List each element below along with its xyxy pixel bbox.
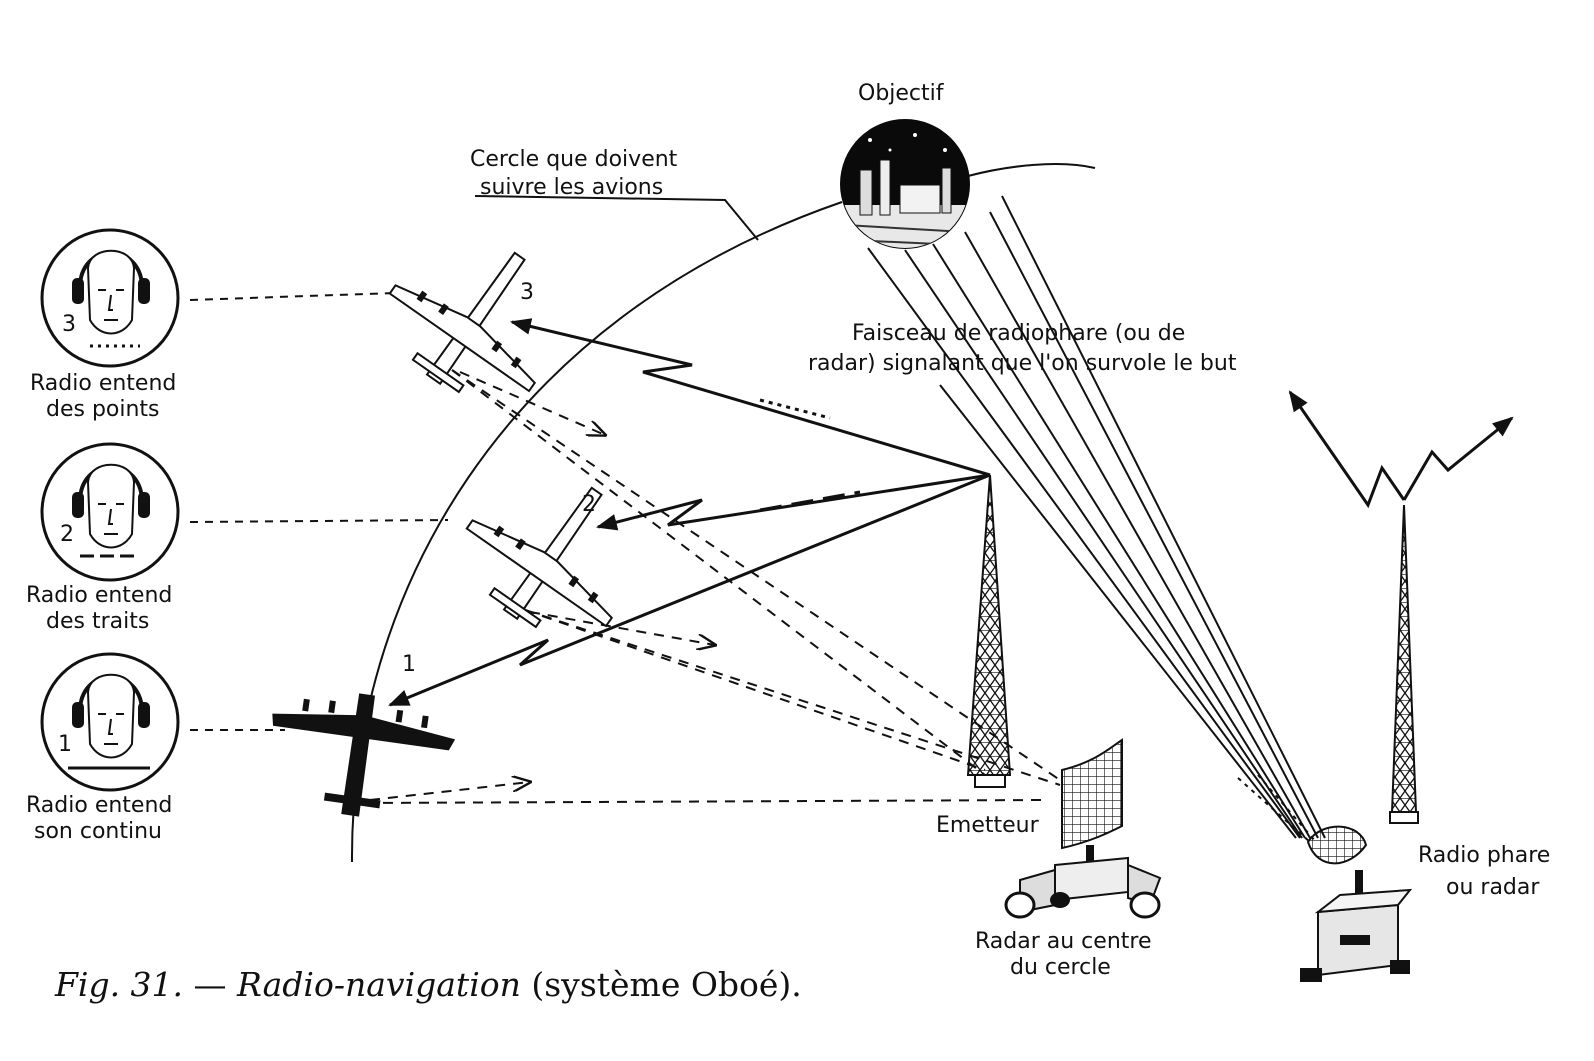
beacon-mast — [1389, 504, 1419, 824]
operator-head-3 — [40, 228, 180, 368]
radar-vehicle — [1004, 738, 1162, 919]
transmitter-signals — [388, 318, 991, 707]
circle-label-line1: Cercle que doivent — [470, 147, 678, 172]
caption-title: Radio-navigation — [237, 965, 521, 1004]
radio-2-label-line1: Radio entend — [26, 583, 173, 608]
airplane-1 — [272, 693, 456, 817]
operator-head-2 — [40, 442, 180, 582]
head-to-plane-lines — [189, 292, 449, 731]
caption-dash: — — [183, 965, 238, 1004]
objective-target — [840, 119, 970, 249]
plane-2-number: 2 — [582, 492, 596, 517]
dashed-signal-lines — [364, 369, 1061, 804]
transmitter-mast — [966, 474, 1012, 788]
circle-label-leader — [474, 195, 759, 241]
beacon-beams — [867, 195, 1326, 843]
beacon-label-line1: Radio phare — [1418, 843, 1551, 868]
circle-label-line2: suivre les avions — [480, 175, 664, 200]
head-1-number: 1 — [58, 732, 72, 757]
radio-3-label-line1: Radio entend — [30, 371, 177, 396]
radio-1-label-line2: son continu — [34, 819, 162, 844]
head-3-number: 3 — [62, 312, 76, 337]
caption-suffix: (système Oboé). — [520, 965, 802, 1004]
phare-signals — [1288, 390, 1514, 509]
caption-fig-number: Fig. 31. — [55, 965, 184, 1004]
radar-label-line1: Radar au centre — [975, 929, 1152, 954]
radio-2-label-line2: des traits — [46, 609, 150, 634]
objective-label: Objectif — [858, 81, 944, 106]
airplane-3 — [388, 251, 537, 394]
radar-label-line2: du cercle — [1010, 955, 1111, 980]
beam-label-line1: Faisceau de radiophare (ou de — [852, 321, 1186, 346]
airplane-2 — [465, 486, 614, 629]
radio-1-label-line1: Radio entend — [26, 793, 173, 818]
transmitter-label: Emetteur — [936, 813, 1039, 838]
operator-head-1 — [40, 652, 180, 792]
plane-3-number: 3 — [520, 280, 534, 305]
beam-label-line2: radar) signalant que l'on survole le but — [808, 351, 1237, 376]
plane-1-number: 1 — [402, 652, 416, 677]
beacon-label-line2: ou radar — [1446, 875, 1540, 900]
beacon-radar-dish — [1300, 825, 1413, 982]
head-2-number: 2 — [60, 522, 74, 547]
figure-caption: Fig. 31. — Radio-navigation (système Obo… — [55, 965, 802, 1004]
radio-3-label-line2: des points — [46, 397, 160, 422]
signal-code-marks — [759, 398, 861, 512]
